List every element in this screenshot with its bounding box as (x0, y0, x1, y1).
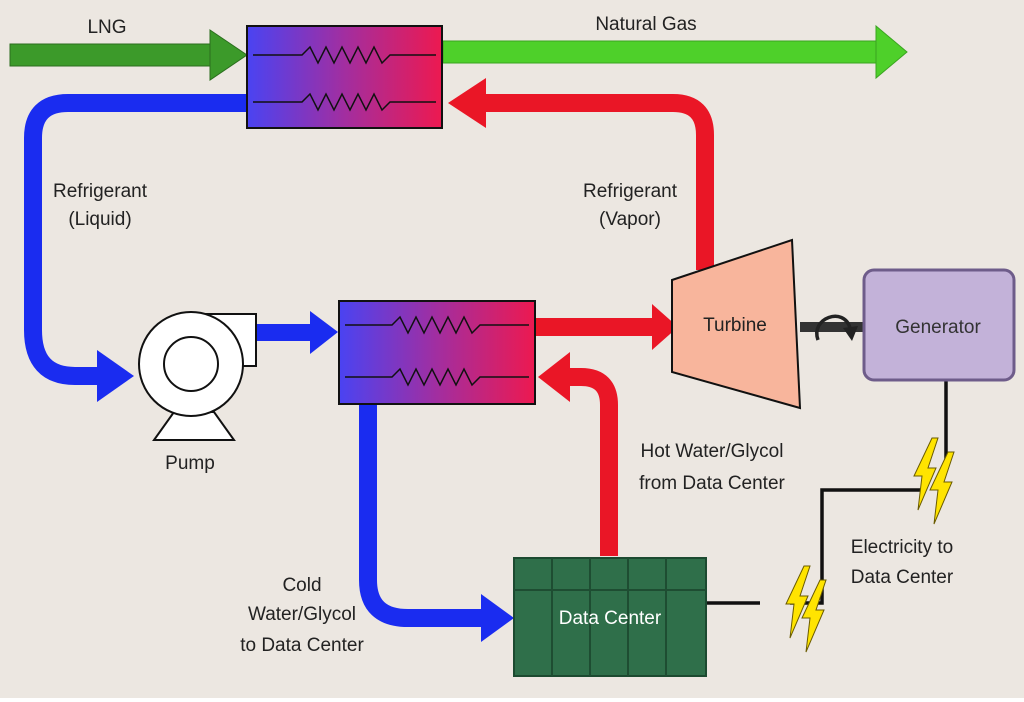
shaft-rotation-icon (815, 314, 858, 341)
refrigerant-liquid-label-line2: (Liquid) (68, 209, 131, 230)
heat-exchanger-icon (246, 25, 443, 129)
hx-to-turbine-pipe (535, 318, 655, 336)
cold-water-label-line1: Cold (282, 575, 321, 596)
data-center-label: Data Center (559, 608, 662, 629)
pump-icon (138, 311, 257, 441)
lng-inlet-arrow (9, 29, 248, 81)
turbine-label: Turbine (703, 315, 767, 336)
generator-box (862, 268, 1016, 382)
refrigerant-vapor-pipe (480, 94, 714, 270)
cold-water-label-line3: to Data Center (240, 635, 364, 656)
generator-label: Generator (895, 317, 981, 338)
hx-to-turbine-arrowhead (652, 304, 678, 350)
pump-outlet-pipe (256, 324, 311, 341)
electric-wiring (706, 380, 948, 605)
lightning-bolt-icon (785, 565, 827, 653)
refrigerant-vapor-label-line2: (Vapor) (599, 209, 661, 230)
refrigerant-liquid-arrowhead (97, 350, 134, 402)
hot-water-label-line2: from Data Center (639, 473, 785, 494)
pump-outlet-arrowhead (310, 311, 338, 354)
heat-exchanger-icon (338, 300, 536, 405)
hot-water-pipe (568, 368, 618, 556)
refrigerant-liquid-label-line1: Refrigerant (53, 181, 148, 202)
electricity-label-line2: Data Center (851, 567, 954, 588)
pump-label: Pump (165, 453, 215, 474)
natural-gas-label: Natural Gas (595, 14, 696, 35)
refrigerant-vapor-arrowhead (448, 78, 486, 128)
lightning-bolt-icon (913, 437, 955, 525)
data-center-box (513, 557, 707, 677)
cold-water-pipe (359, 404, 482, 627)
refrigerant-liquid-pipe (24, 94, 247, 385)
turbine-icon (671, 238, 802, 410)
lng-label: LNG (87, 17, 126, 38)
cold-water-label-line2: Water/Glycol (248, 604, 356, 625)
refrigerant-vapor-label-line1: Refrigerant (583, 181, 678, 202)
natural-gas-outlet-arrow (442, 24, 908, 80)
electricity-label-line1: Electricity to (851, 537, 953, 558)
turbine-shaft (800, 322, 865, 332)
hot-water-arrowhead (538, 352, 570, 402)
cold-water-arrowhead (481, 594, 514, 642)
hot-water-label-line1: Hot Water/Glycol (641, 441, 784, 462)
